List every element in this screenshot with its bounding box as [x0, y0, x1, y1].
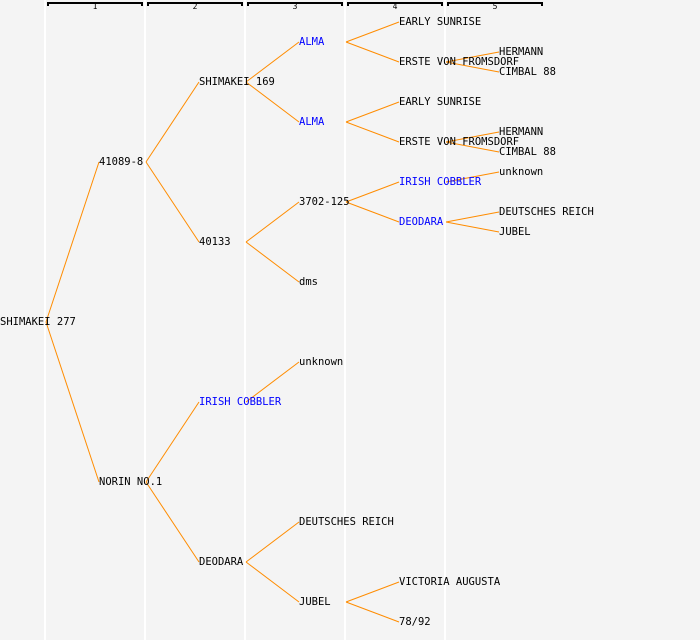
pedigree-connector	[145, 481, 200, 563]
pedigree-node[interactable]: JUBEL	[299, 596, 331, 608]
pedigree-connector	[145, 401, 200, 483]
pedigree-connector	[45, 161, 100, 323]
pedigree-node-link[interactable]: ALMA	[299, 36, 325, 48]
pedigree-node[interactable]: 3702-125	[299, 196, 350, 208]
pedigree-node-link[interactable]: DEODARA	[399, 216, 444, 228]
pedigree-connector	[45, 321, 100, 483]
pedigree-connector	[145, 161, 200, 243]
pedigree-node-link[interactable]: IRISH COBBLER	[399, 176, 482, 188]
pedigree-node[interactable]: ERSTE VON FROMSDORF	[399, 136, 520, 148]
pedigree-connector	[445, 221, 500, 233]
pedigree-node-link[interactable]: IRISH COBBLER	[199, 396, 282, 408]
generation-bracket	[447, 2, 543, 6]
pedigree-connector	[145, 81, 200, 163]
generation-label: 3	[292, 2, 298, 11]
pedigree-connector	[445, 211, 500, 223]
generation-label: 5	[492, 2, 498, 11]
pedigree-connector	[345, 41, 400, 63]
pedigree-node[interactable]: 78/92	[399, 616, 431, 628]
generation-bracket	[147, 2, 243, 6]
pedigree-node[interactable]: DEUTSCHES REICH	[299, 516, 394, 528]
pedigree-connector	[445, 171, 500, 183]
pedigree-connector	[445, 141, 500, 153]
pedigree-node[interactable]: EARLY SUNRISE	[399, 96, 482, 108]
pedigree-connector	[345, 181, 400, 203]
pedigree-node[interactable]: ERSTE VON FROMSDORF	[399, 56, 520, 68]
pedigree-connector	[345, 21, 400, 43]
pedigree-connector	[245, 201, 300, 243]
pedigree-connector	[445, 51, 500, 63]
pedigree-node[interactable]: SHIMAKEI 277	[0, 316, 76, 328]
pedigree-connector	[245, 521, 300, 563]
pedigree-connector	[345, 101, 400, 123]
pedigree-node[interactable]: unknown	[299, 356, 344, 368]
pedigree-node[interactable]: NORIN NO.1	[99, 476, 163, 488]
pedigree-node[interactable]: JUBEL	[499, 226, 531, 238]
pedigree-connector	[245, 41, 300, 83]
pedigree-connector	[445, 131, 500, 143]
pedigree-node-link[interactable]: ALMA	[299, 116, 325, 128]
generation-label: 2	[192, 2, 198, 11]
pedigree-node[interactable]: SHIMAKEI 169	[199, 76, 275, 88]
pedigree-connector	[245, 561, 300, 603]
column-separator	[144, 0, 146, 640]
generation-bracket	[347, 2, 443, 6]
pedigree-connector	[245, 81, 300, 123]
pedigree-node[interactable]: DEODARA	[199, 556, 244, 568]
pedigree-node[interactable]: 40133	[199, 236, 231, 248]
pedigree-node[interactable]: unknown	[499, 166, 544, 178]
pedigree-connector	[245, 361, 300, 403]
pedigree-node[interactable]: 41089-8	[99, 156, 144, 168]
pedigree-node[interactable]: HERMANN	[499, 46, 544, 58]
pedigree-connector	[345, 201, 400, 223]
column-separator	[444, 0, 446, 640]
pedigree-connector	[245, 241, 300, 283]
column-separator	[244, 0, 246, 640]
pedigree-node[interactable]: CIMBAL 88	[499, 66, 556, 78]
pedigree-connector	[345, 601, 400, 623]
pedigree-connector	[345, 581, 400, 603]
generation-label: 4	[392, 2, 398, 11]
pedigree-node[interactable]: DEUTSCHES REICH	[499, 206, 594, 218]
pedigree-node[interactable]: CIMBAL 88	[499, 146, 556, 158]
generation-label: 1	[92, 2, 98, 11]
column-separator	[344, 0, 346, 640]
generation-bracket	[247, 2, 343, 6]
pedigree-node[interactable]: EARLY SUNRISE	[399, 16, 482, 28]
pedigree-connector	[445, 61, 500, 73]
pedigree-connector	[345, 121, 400, 143]
pedigree-node[interactable]: dms	[299, 276, 318, 288]
column-separator	[44, 0, 46, 640]
generation-bracket	[47, 2, 143, 6]
pedigree-node[interactable]: HERMANN	[499, 126, 544, 138]
pedigree-node[interactable]: VICTORIA AUGUSTA	[399, 576, 501, 588]
